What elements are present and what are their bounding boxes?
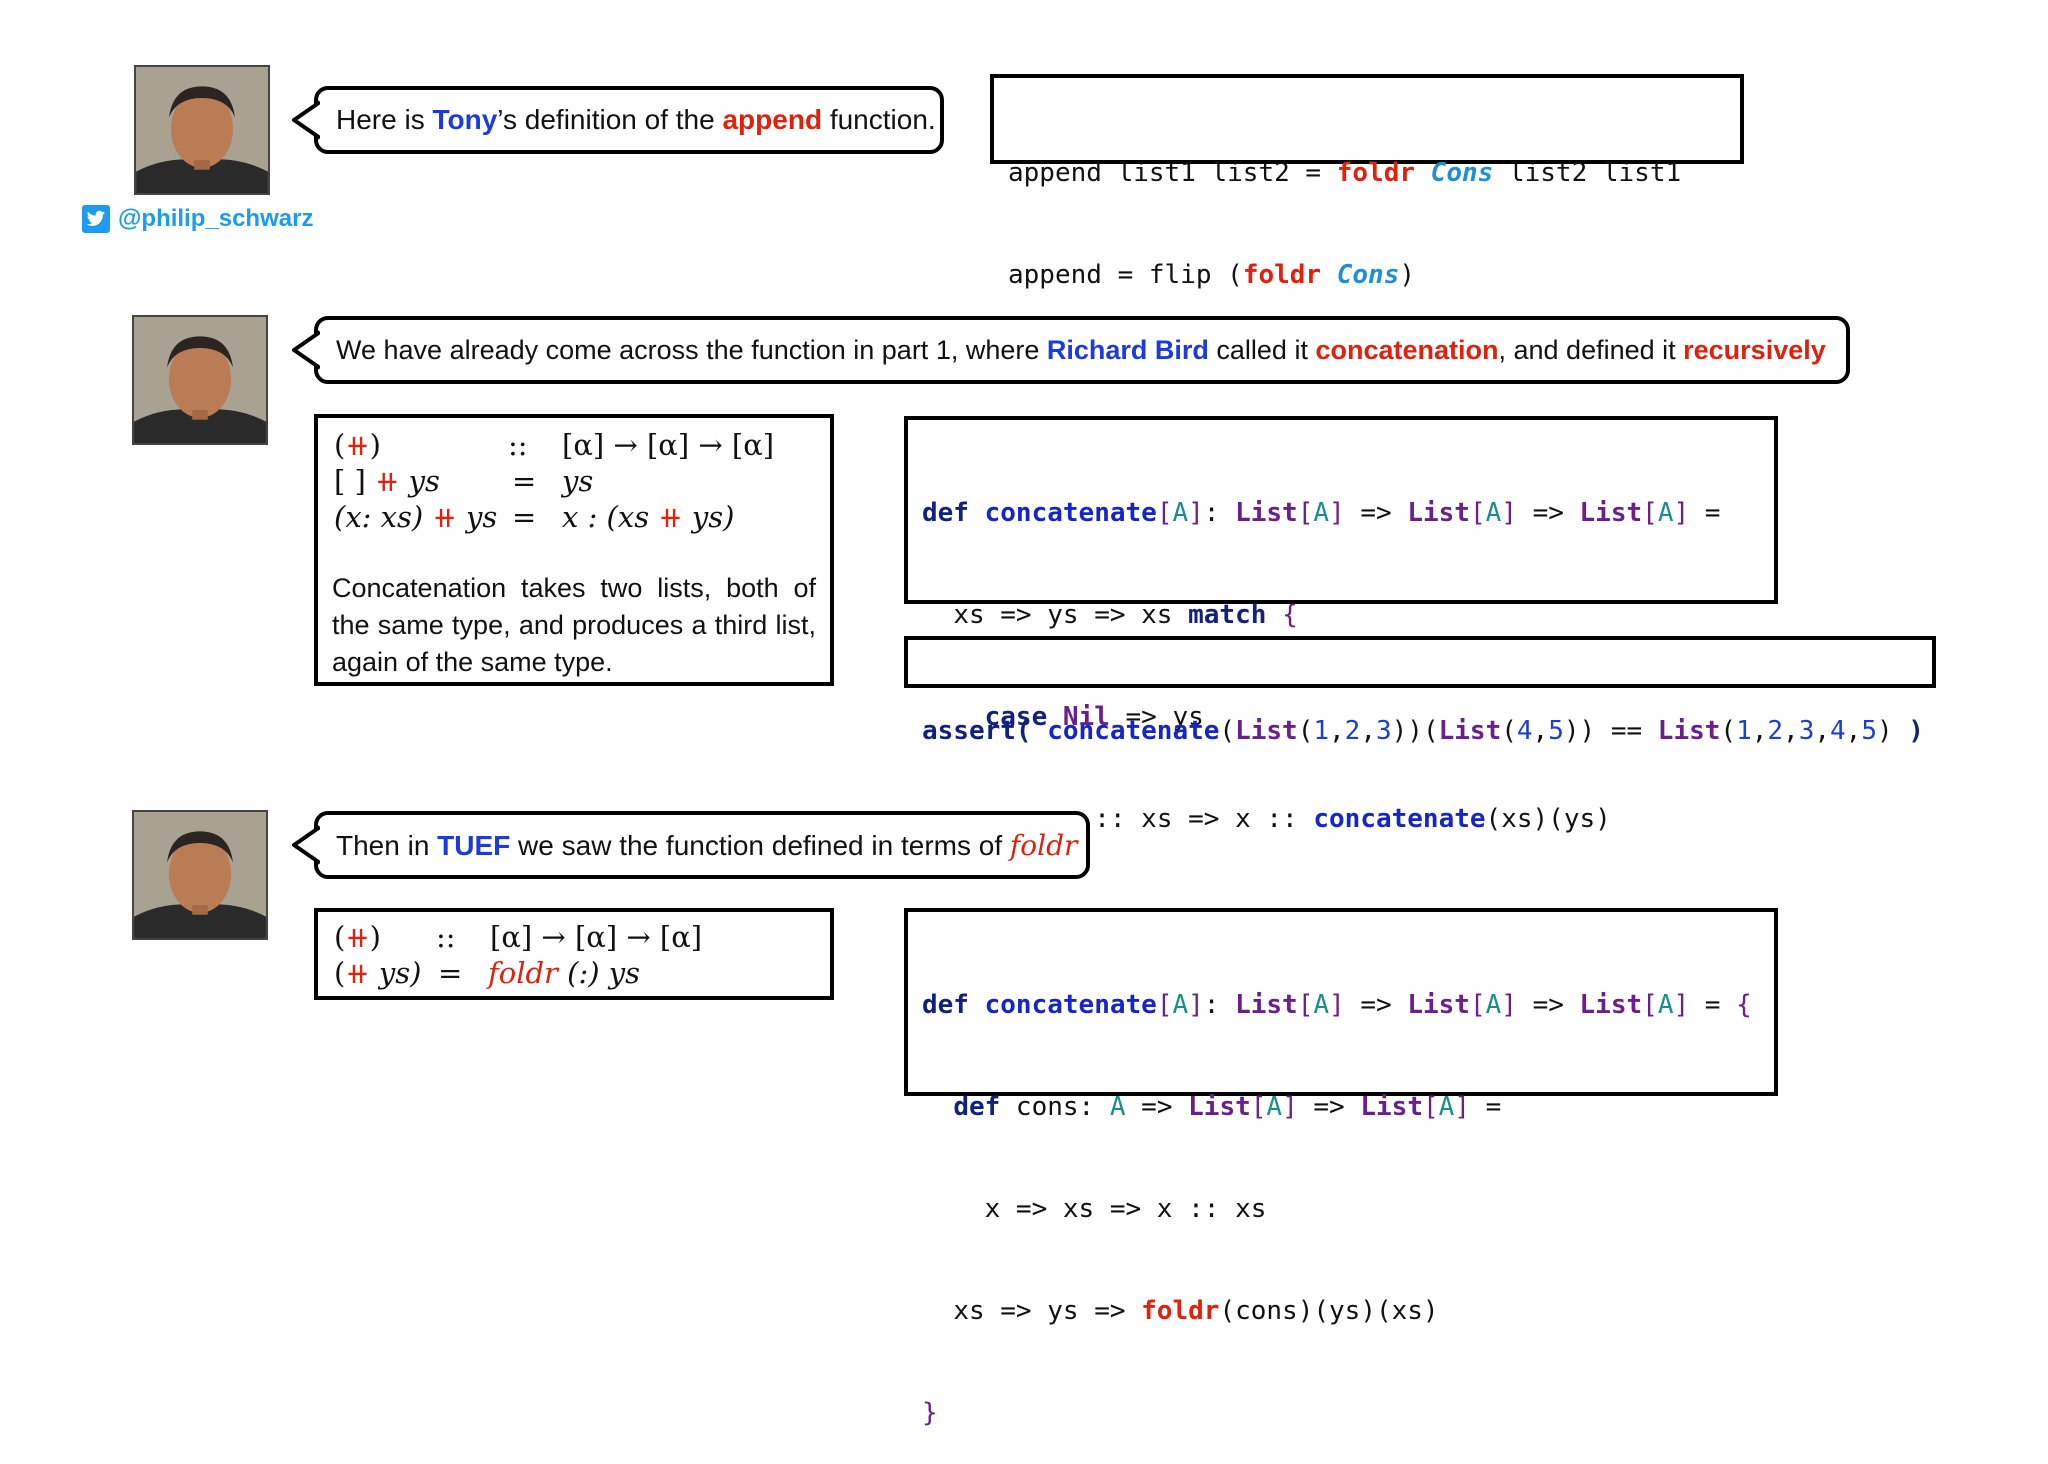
scala-foldr-concatenate: def concatenate[A]: List[A] => List[A] =… xyxy=(904,908,1778,1428)
math-row-type: [α] → [α] → [α] xyxy=(562,428,775,462)
speech-bubble: Then in TUEF we saw the function defined… xyxy=(292,811,1090,879)
code-line: } xyxy=(922,1398,938,1428)
code-line: xs => ys => foldr(cons)(ys)(xs) xyxy=(953,1296,1439,1326)
math-row: [ ] ⧺ ys xyxy=(334,464,440,498)
code-line: xs => ys => xs match { xyxy=(953,600,1298,630)
foldr-math-box: (⧺) :: [α] → [α] → [α] (⧺ ys) = foldr (:… xyxy=(314,908,834,1000)
haskell-append-code: append list1 list2 = foldr Cons list2 li… xyxy=(990,74,1744,290)
math-row: (⧺) xyxy=(334,920,381,954)
bubble-text: Here is Tony’s definition of the append … xyxy=(336,104,936,135)
code-line: case Nil => ys xyxy=(984,702,1204,732)
math-row: (x: xs) ⧺ ys xyxy=(334,500,498,534)
math-row-sep: = xyxy=(512,500,537,534)
author-avatar xyxy=(134,65,270,195)
code-line: x => xs => x :: xs xyxy=(984,1194,1267,1224)
code-line: def concatenate[A]: List[A] => List[A] =… xyxy=(922,990,1752,1020)
code-line: append list1 list2 = foldr Cons list2 li… xyxy=(1008,158,1682,188)
concatenation-description: Concatenation takes two lists, both of t… xyxy=(332,573,816,677)
twitter-bird-icon xyxy=(82,205,110,233)
author-avatar xyxy=(132,315,268,445)
math-row-rhs: ys xyxy=(562,464,594,498)
speech-bubble: Here is Tony’s definition of the append … xyxy=(292,86,944,154)
concatenation-math-box: (⧺) :: [α] → [α] → [α] [ ] ⧺ ys = ys (x:… xyxy=(314,414,834,686)
speech-bubble: We have already come across the function… xyxy=(292,316,1850,384)
math-row-sep: :: xyxy=(436,920,456,954)
math-row: (⧺) xyxy=(334,428,381,462)
math-row-sep: = xyxy=(512,464,537,498)
math-row-sep: = xyxy=(438,956,463,990)
bubble-text: We have already come across the function… xyxy=(336,334,1826,365)
bubble-tail-icon xyxy=(292,100,320,140)
bubble-tail-icon xyxy=(292,330,320,370)
math-row-rhs: x : (xs ⧺ ys) xyxy=(562,500,735,534)
code-line: append = flip (foldr Cons) xyxy=(1008,260,1416,290)
code-line: def cons: A => List[A] => List[A] = xyxy=(953,1092,1502,1122)
handle-text: @philip_schwarz xyxy=(118,205,314,232)
twitter-handle[interactable]: @philip_schwarz xyxy=(82,205,313,233)
math-row-sep: :: xyxy=(508,428,528,462)
code-line: assert( concatenate(List(1,2,3))(List(4,… xyxy=(922,716,1924,746)
scala-assert-line: assert( concatenate(List(1,2,3))(List(4,… xyxy=(904,636,1936,746)
face-icon xyxy=(134,317,266,443)
bubble-tail-icon xyxy=(292,825,320,865)
face-icon xyxy=(136,67,268,193)
author-avatar xyxy=(132,810,268,940)
scala-recursive-concatenate: def concatenate[A]: List[A] => List[A] =… xyxy=(904,416,1778,936)
math-row: (⧺ ys) xyxy=(334,956,422,990)
code-line: def concatenate[A]: List[A] => List[A] =… xyxy=(922,498,1721,528)
math-row-type: [α] → [α] → [α] xyxy=(490,920,703,954)
bubble-text: Then in TUEF we saw the function defined… xyxy=(336,828,1078,862)
math-row-rhs: foldr (:) ys xyxy=(488,956,641,990)
face-icon xyxy=(134,812,266,938)
